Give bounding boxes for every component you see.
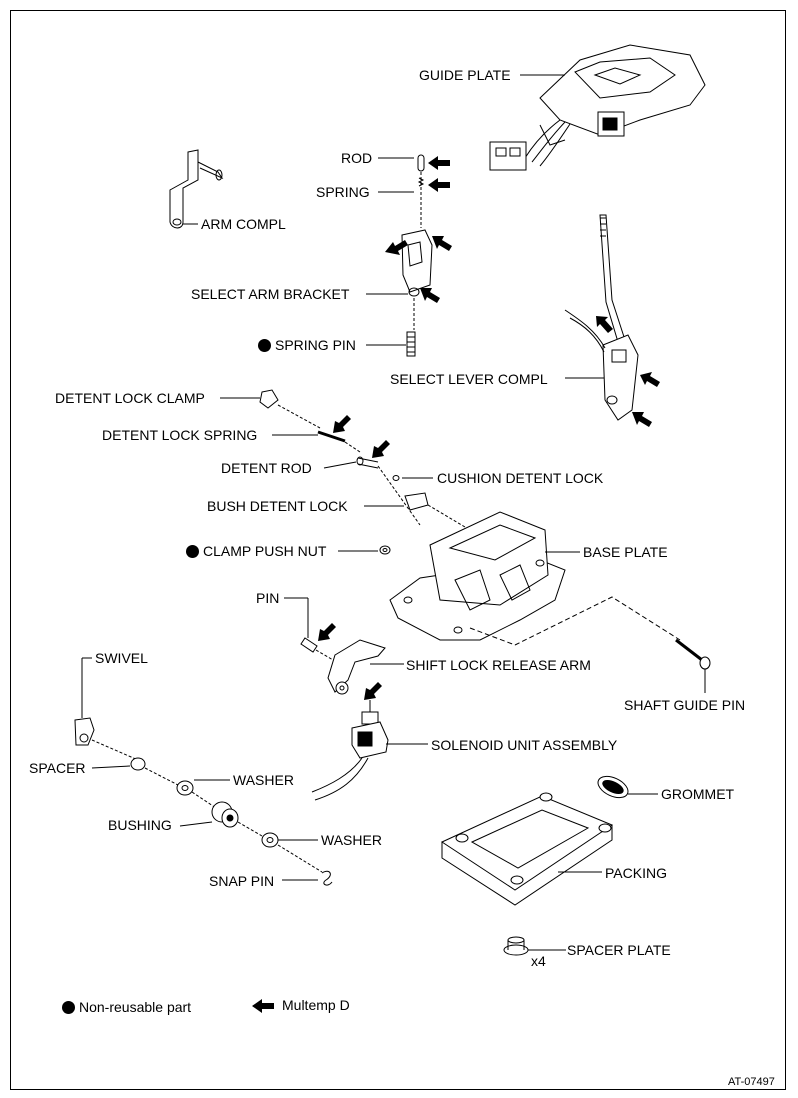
guide-plate-drawing <box>489 44 706 171</box>
label-packing: PACKING <box>605 865 667 881</box>
arrow-icon <box>372 440 390 458</box>
snap-pin-drawing <box>321 870 333 886</box>
select-lever-compl-drawing <box>564 214 639 421</box>
label-spring-pin: SPRING PIN <box>258 337 356 353</box>
label-clamp-push-nut: CLAMP PUSH NUT <box>186 543 326 559</box>
label-cushion-detent-lock: CUSHION DETENT LOCK <box>437 470 604 486</box>
multemp-arrows <box>252 156 660 1013</box>
washer-upper-drawing <box>176 780 194 796</box>
legend-non-reusable: Non-reusable part <box>62 999 191 1015</box>
label-swivel: SWIVEL <box>95 650 148 666</box>
solenoid-unit-assembly-drawing <box>311 700 389 801</box>
clamp-push-nut-drawing <box>379 545 391 555</box>
legend-arrow-icon <box>252 999 274 1013</box>
bush-detent-lock-drawing <box>404 492 429 511</box>
arrow-icon <box>318 623 336 641</box>
packing-drawing <box>440 792 614 906</box>
leader-lines <box>81 74 706 951</box>
label-washer-upper: WASHER <box>233 772 294 788</box>
label-snap-pin: SNAP PIN <box>209 873 275 889</box>
label-bushing: BUSHING <box>108 817 172 833</box>
spacer-drawing <box>130 757 146 771</box>
arrow-icon <box>432 236 452 251</box>
label-bush-detent-lock: BUSH DETENT LOCK <box>207 498 348 514</box>
label-select-lever-compl: SELECT LEVER COMPL <box>390 371 548 387</box>
diagram-frame <box>10 10 786 1090</box>
label-solenoid-unit-assembly: SOLENOID UNIT ASSEMBLY <box>431 737 618 753</box>
label-base-plate: BASE PLATE <box>583 544 668 560</box>
label-detent-lock-spring: DETENT LOCK SPRING <box>102 427 258 443</box>
arrow-icon <box>385 240 408 255</box>
cushion-detent-lock-drawing <box>392 475 400 481</box>
spacer-plate-drawing <box>503 936 529 956</box>
label-shaft-guide-pin: SHAFT GUIDE PIN <box>624 697 746 713</box>
detent-lock-clamp-drawing <box>259 389 279 409</box>
non-reusable-dot-icon <box>62 1001 75 1014</box>
detent-rod-drawing <box>357 457 379 469</box>
spring-pin-drawing <box>406 331 416 357</box>
washer-lower-drawing <box>261 832 279 848</box>
rod-drawing <box>417 154 425 172</box>
arrow-icon <box>333 415 351 433</box>
label-washer-lower: WASHER <box>321 832 382 848</box>
arrow-icon <box>428 156 450 170</box>
label-pin: PIN <box>256 590 280 606</box>
detent-lock-spring-drawing <box>317 430 346 443</box>
arm-compl-drawing <box>169 149 224 229</box>
label-shift-lock-release-arm: SHIFT LOCK RELEASE ARM <box>406 657 591 673</box>
legend-multemp: Multemp D <box>282 997 350 1013</box>
label-arm-compl: ARM COMPL <box>201 216 286 232</box>
shift-lock-release-arm-drawing <box>327 639 386 695</box>
arrow-icon <box>596 316 613 333</box>
pin-drawing <box>300 637 318 653</box>
label-spacer: SPACER <box>29 760 86 776</box>
arrow-icon <box>632 412 652 427</box>
shaft-guide-pin-drawing <box>675 638 703 662</box>
bushing-drawing <box>211 801 239 828</box>
label-guide-plate: GUIDE PLATE <box>419 67 511 83</box>
non-reusable-dot-icon <box>186 545 199 558</box>
arrow-icon <box>428 178 450 192</box>
arrow-icon <box>640 372 660 387</box>
figure-code: AT-07497 <box>728 1076 775 1088</box>
arrow-icon <box>420 288 440 303</box>
label-spring: SPRING <box>316 184 370 200</box>
label-rod: ROD <box>341 150 373 166</box>
label-grommet: GROMMET <box>661 786 735 802</box>
grommet-drawing <box>597 775 629 799</box>
label-detent-lock-clamp: DETENT LOCK CLAMP <box>55 390 205 406</box>
base-plate-drawing <box>389 511 566 641</box>
arrow-icon <box>364 682 382 700</box>
select-arm-bracket-drawing <box>401 229 433 297</box>
label-detent-rod: DETENT ROD <box>221 460 312 476</box>
spring-drawing <box>417 177 425 187</box>
non-reusable-dot-icon <box>258 339 271 352</box>
label-spacer-plate: SPACER PLATE <box>567 942 671 958</box>
swivel-drawing <box>74 717 95 746</box>
label-select-arm-bracket: SELECT ARM BRACKET <box>191 286 350 302</box>
label-spacer-plate-qty: x4 <box>531 953 546 969</box>
